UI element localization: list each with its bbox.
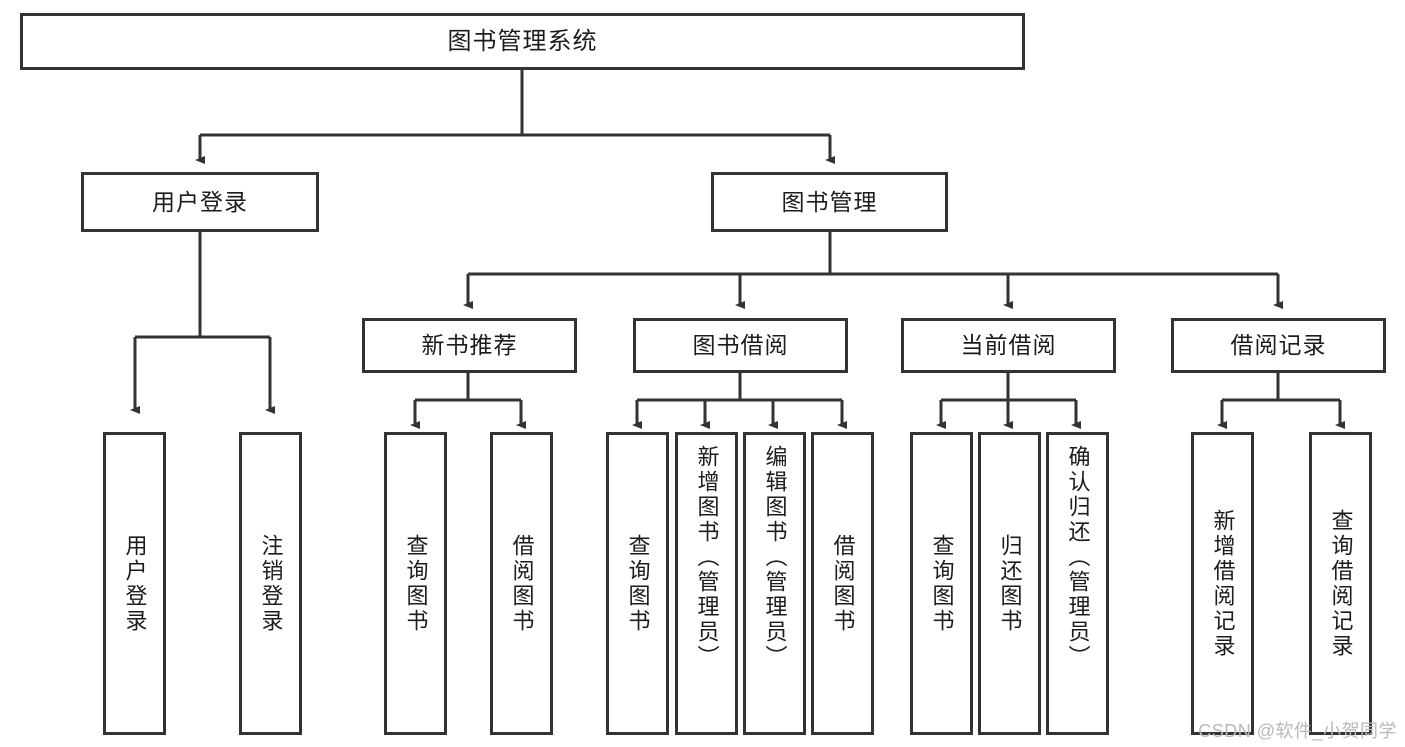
node-current-borrow-label: 当前借阅: [960, 332, 1057, 359]
node-user-login-label: 用户登录: [152, 188, 248, 215]
leaf-borrow-add-book[interactable]: 新增图书（管理员）: [675, 432, 738, 735]
node-root[interactable]: 图书管理系统: [20, 13, 1025, 70]
leaf-new-book-borrow[interactable]: 借阅图书: [490, 432, 553, 735]
node-new-book-recommend[interactable]: 新书推荐: [362, 318, 577, 373]
leaf-user-login-logout-label: 注销登录: [258, 533, 284, 634]
leaf-borrow-edit-book[interactable]: 编辑图书（管理员）: [743, 432, 806, 735]
leaf-borrow-query-book[interactable]: 查询图书: [606, 432, 669, 735]
leaf-user-login-logout[interactable]: 注销登录: [239, 432, 302, 735]
leaf-record-query-record-label: 查询借阅记录: [1328, 508, 1354, 659]
node-book-management-label: 图书管理: [781, 188, 878, 215]
leaf-new-book-query[interactable]: 查询图书: [384, 432, 447, 735]
node-root-label: 图书管理系统: [447, 27, 598, 55]
node-borrow-record[interactable]: 借阅记录: [1171, 318, 1386, 373]
leaf-user-login-login-label: 用户登录: [122, 533, 148, 634]
leaf-user-login-login[interactable]: 用户登录: [103, 432, 166, 735]
node-book-management[interactable]: 图书管理: [711, 172, 948, 232]
leaf-borrow-borrow-book-label: 借阅图书: [830, 533, 856, 634]
node-borrow-record-label: 借阅记录: [1230, 332, 1327, 359]
leaf-current-query-book[interactable]: 查询图书: [910, 432, 973, 735]
node-book-borrow[interactable]: 图书借阅: [633, 318, 848, 373]
leaf-record-add-record[interactable]: 新增借阅记录: [1191, 432, 1254, 735]
leaf-borrow-query-book-label: 查询图书: [625, 533, 651, 634]
leaf-current-return-book[interactable]: 归还图书: [978, 432, 1041, 735]
node-current-borrow[interactable]: 当前借阅: [901, 318, 1116, 373]
leaf-new-book-query-label: 查询图书: [403, 533, 429, 634]
leaf-current-confirm-return[interactable]: 确认归还（管理员）: [1046, 432, 1109, 735]
leaf-current-return-book-label: 归还图书: [997, 533, 1023, 634]
node-book-borrow-label: 图书借阅: [692, 332, 789, 359]
leaf-record-query-record[interactable]: 查询借阅记录: [1309, 432, 1372, 735]
node-new-book-recommend-label: 新书推荐: [421, 332, 518, 359]
leaf-record-add-record-label: 新增借阅记录: [1210, 508, 1236, 659]
node-user-login[interactable]: 用户登录: [81, 172, 319, 232]
watermark-text: CSDN @软件_小贺同学: [1198, 721, 1397, 741]
leaf-new-book-borrow-label: 借阅图书: [509, 533, 535, 634]
leaf-borrow-edit-book-label: 编辑图书（管理员）: [762, 445, 788, 670]
leaf-borrow-borrow-book[interactable]: 借阅图书: [811, 432, 874, 735]
leaf-borrow-add-book-label: 新增图书（管理员）: [694, 445, 720, 670]
leaf-current-query-book-label: 查询图书: [929, 533, 955, 634]
leaf-current-confirm-return-label: 确认归还（管理员）: [1065, 445, 1091, 670]
